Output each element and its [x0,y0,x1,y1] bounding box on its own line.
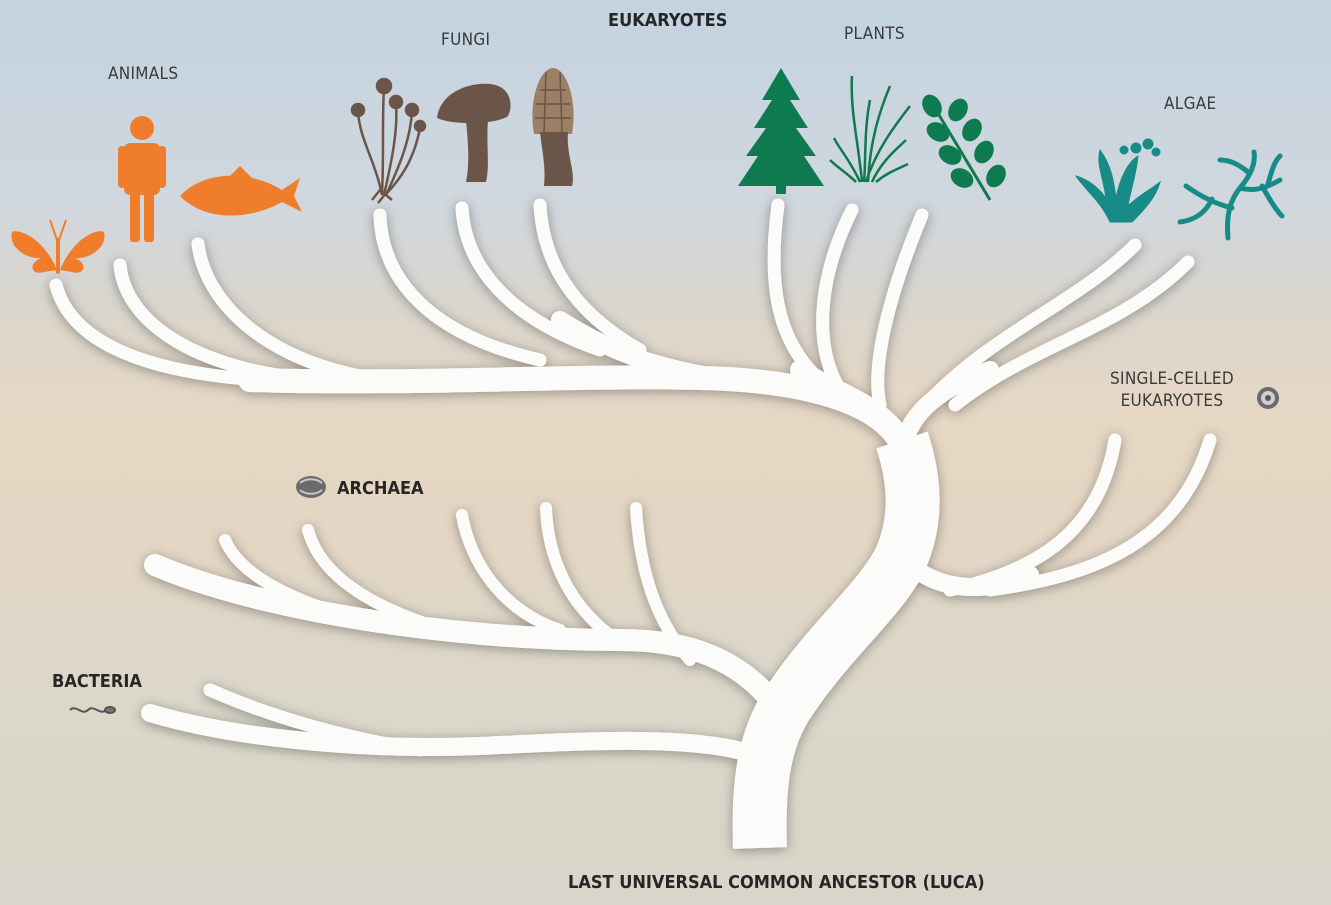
label-bacteria: BACTERIA [52,671,142,692]
bacteria-main-limb [150,713,765,760]
tree-branches [56,205,1210,848]
morel-icon [532,68,573,186]
kelp-icon [1076,139,1160,222]
label-single-celled-eukaryotes: SINGLE-CELLED EUKARYOTES [1110,368,1234,412]
fish-icon [180,166,302,216]
trunk [760,440,913,848]
grass-icon [830,76,910,182]
seaweed-icon [1180,152,1282,238]
eukaryote-main-limb [250,377,902,445]
mushroom-icon [437,84,511,182]
label-single-celled-line1: SINGLE-CELLED [1110,368,1234,390]
label-eukaryotes: EUKARYOTES [608,10,727,31]
branch-fungi-1 [380,215,540,360]
mold-icon [352,79,425,203]
branch-plants-2 [823,210,852,390]
archaea-main-limb [155,565,775,705]
label-plants: PLANTS [844,24,905,44]
label-fungi: FUNGI [441,30,490,50]
butterfly-icon [11,220,104,274]
label-algae: ALGAE [1164,94,1216,114]
label-archaea: ARCHAEA [337,478,424,499]
single-cell-icon [1257,387,1279,409]
label-animals: ANIMALS [108,64,178,84]
leaf-icon [918,91,1010,200]
bacterium-icon [70,707,115,713]
branch-plants-3 [878,215,922,405]
fir-tree-icon [738,68,824,194]
label-single-celled-line2: EUKARYOTES [1110,390,1234,412]
label-luca: LAST UNIVERSAL COMMON ANCESTOR (LUCA) [568,872,985,893]
branch-plants-1 [774,205,820,380]
branch-archaea-4 [546,508,610,635]
human-icon [118,116,166,242]
archaea-cell-icon [296,476,326,498]
